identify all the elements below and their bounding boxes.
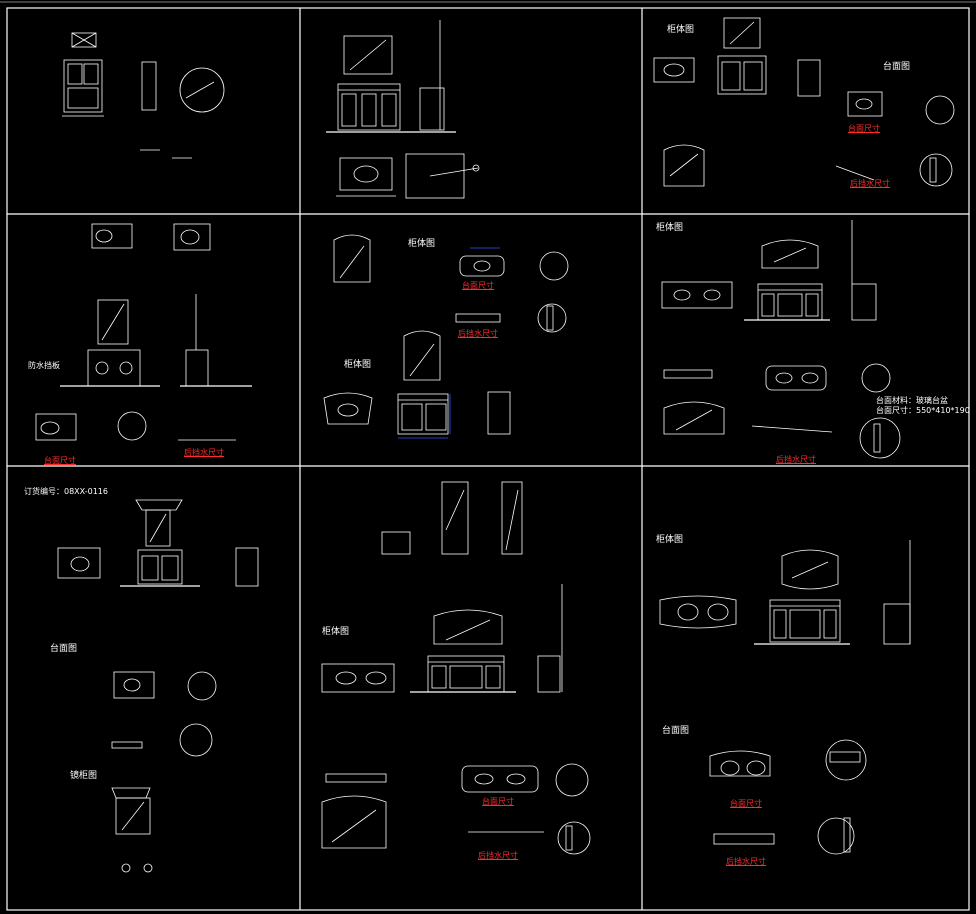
p8-cabinet-title: 柜体图 xyxy=(322,627,350,637)
p6-backsplash-label: 后挡水尺寸 xyxy=(776,455,816,464)
panel-4-drawings xyxy=(35,223,252,441)
panel-9-drawings xyxy=(659,540,911,855)
p5-backsplash-label: 后挡水尺寸 xyxy=(458,329,498,338)
p9-cabinet-title: 柜体图 xyxy=(656,535,684,545)
p9-backsplash-label: 后挡水尺寸 xyxy=(726,857,766,866)
p5-cabinet-title: 柜体图 xyxy=(344,360,372,370)
panel-5-drawings xyxy=(323,234,569,439)
panel-1-drawings xyxy=(62,32,225,159)
p7-model-no: 订货编号：08XX-0116 xyxy=(24,487,108,496)
panel-8-drawings xyxy=(321,481,591,855)
p5-counter-size-label: 台面尺寸 xyxy=(462,281,494,290)
p7-mirror-title: 镜柜图 xyxy=(70,771,98,781)
panel-6-drawings xyxy=(661,220,901,459)
p8-counter-size-label: 台面尺寸 xyxy=(482,797,514,806)
p9-counter-title: 台面图 xyxy=(662,726,690,736)
p6-cabinet-title: 柜体图 xyxy=(656,223,684,233)
p7-counter-title: 台面图 xyxy=(50,644,78,654)
p4-water-line: 防水挡板 xyxy=(28,361,60,370)
p6-material-note: 台面材料：玻璃台盆 xyxy=(876,396,948,405)
p3-cabinet-title: 柜体图 xyxy=(667,25,695,35)
p3-backsplash-label: 后挡水尺寸 xyxy=(850,179,890,188)
p3-counter-size-label: 台面尺寸 xyxy=(848,124,880,133)
p9-counter-size-label: 台面尺寸 xyxy=(730,799,762,808)
p4-backsplash-label: 后挡水尺寸 xyxy=(184,448,224,457)
panel-3-drawings xyxy=(653,17,955,187)
p4-counter-size-label: 台面尺寸 xyxy=(44,456,76,465)
panel-7-drawings xyxy=(57,499,259,873)
p6-spec-note: 台面尺寸：550*410*190 xyxy=(876,406,970,415)
p8-backsplash-label: 后挡水尺寸 xyxy=(478,851,518,860)
panel-2-drawings xyxy=(326,20,480,199)
p3-counter-title: 台面图 xyxy=(883,62,911,72)
p5-top-title: 柜体图 xyxy=(408,239,436,249)
